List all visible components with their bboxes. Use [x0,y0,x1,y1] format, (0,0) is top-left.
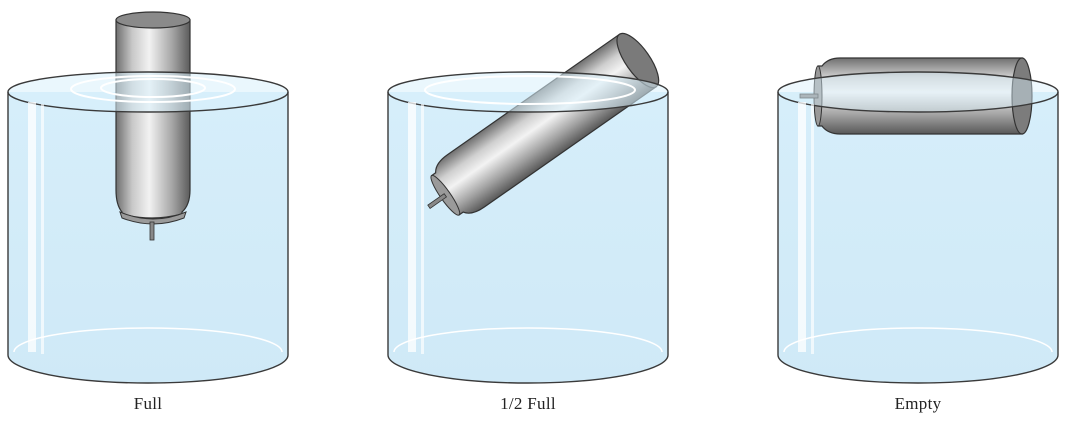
caption-full: Full [0,394,296,414]
water-surface [8,72,288,112]
caption-half: 1/2 Full [380,394,676,414]
glass-highlight [408,102,416,352]
beaker-diagram-full [0,0,356,423]
beaker-diagram-half [380,0,736,423]
panel-empty: Empty [770,0,1067,423]
beaker-water [778,92,1058,383]
water-surface [778,72,1058,112]
caption-empty: Empty [770,394,1066,414]
beaker-diagram-empty [770,0,1067,423]
glass-highlight [28,102,36,352]
panel-half: 1/2 Full [380,0,736,423]
panel-full: Full [0,0,356,423]
can-icon [116,12,190,240]
glass-highlight [798,102,806,352]
water-surface [388,72,668,112]
